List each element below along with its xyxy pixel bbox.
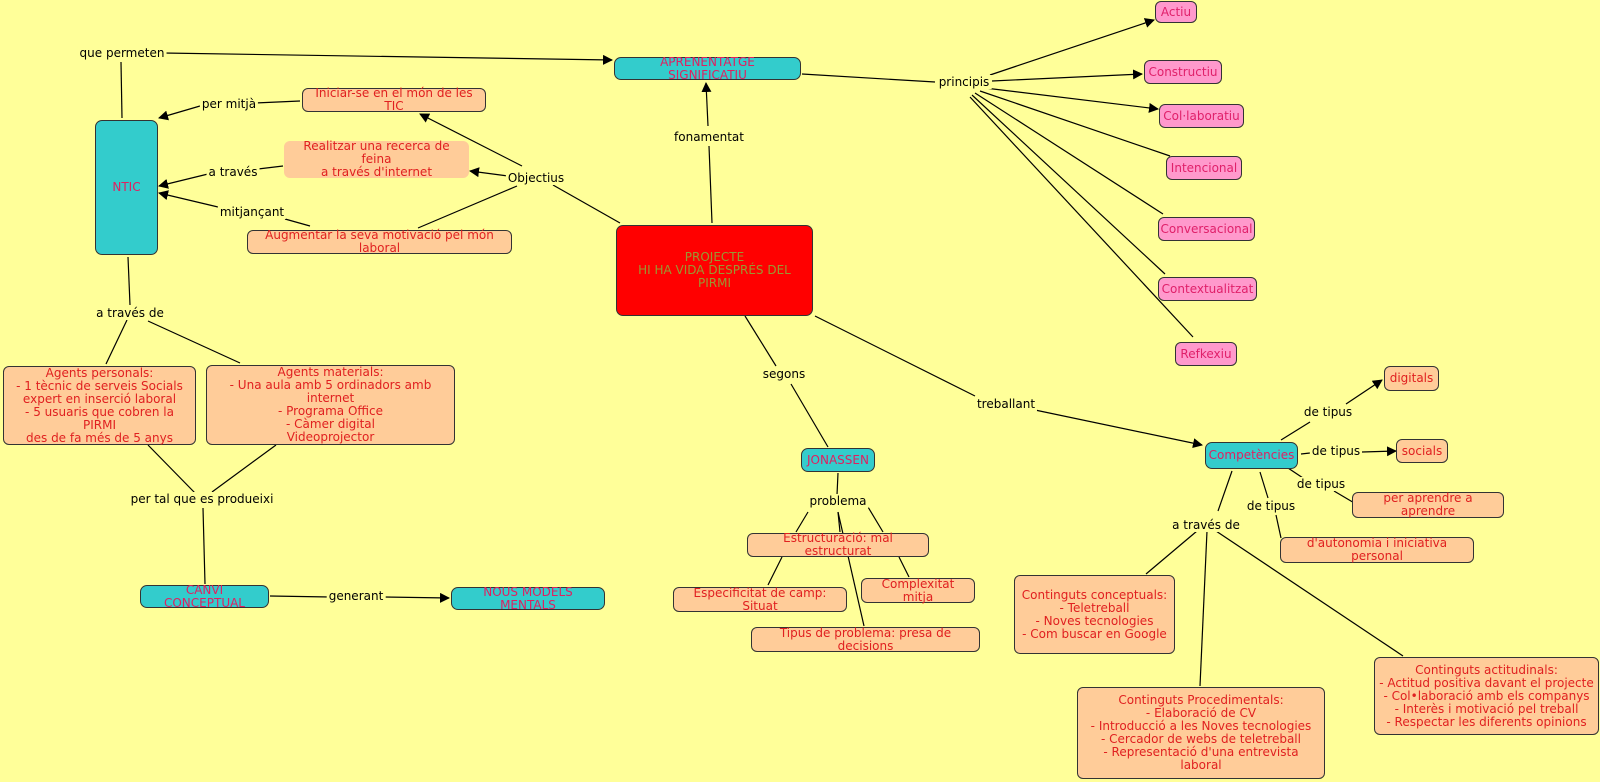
- iniciar-node: Iniciar-se en el món de les TIC: [302, 87, 486, 113]
- motivacio-node: Augmentar la seva motivació pel món labo…: [247, 229, 512, 255]
- actiu-node: Actiu: [1155, 1, 1197, 23]
- link-per-mitja: per mitjà: [199, 97, 259, 111]
- edge-ntic-quepermeten: [120, 61, 123, 119]
- agents-personals-node: Agents personals: - 1 tècnic de serveis …: [3, 366, 196, 445]
- edge-quepermeten-aprenentatge: [162, 52, 613, 65]
- autonomia-node: d'autonomia i iniciativa personal: [1280, 537, 1474, 563]
- main-project-node: PROJECTE HI HA VIDA DESPRÉS DEL PIRMI: [616, 225, 813, 316]
- edge-iniciar-permitja: [254, 100, 301, 104]
- link-treballant: treballant: [974, 397, 1038, 411]
- agents-materials-node: Agents materials: - Una aula amb 5 ordin…: [206, 365, 455, 445]
- link-a-traves-de-right: a través de: [1170, 518, 1242, 532]
- digitals-node: digitals: [1384, 366, 1439, 391]
- intencional-node: Intencional: [1166, 156, 1242, 180]
- ntic-node: NTIC: [95, 120, 158, 255]
- link-de-tipus-socials: de tipus: [1309, 444, 1363, 458]
- continguts-conceptuals-node: Continguts conceptuals: - Teletreball - …: [1014, 575, 1175, 654]
- link-de-tipus-aprendre: de tipus: [1294, 477, 1348, 491]
- continguts-actitudinals-node: Continguts actitudinals: - Actitud posit…: [1374, 657, 1599, 735]
- link-problema: problema: [807, 494, 869, 508]
- jonassen-node: JONASSEN: [801, 448, 875, 472]
- col-laboratiu-node: Col·laboratiu: [1159, 104, 1244, 128]
- link-segons: segons: [760, 367, 808, 381]
- tipus-problema-node: Tipus de problema: presa de decisions: [751, 626, 980, 652]
- recerca-node: Realitzar una recerca de feina a través …: [284, 140, 469, 179]
- canvi-conceptual-node: CANVI CONCEPTUAL: [140, 583, 269, 609]
- refkexiu-node: Refkexiu: [1175, 342, 1237, 366]
- link-a-traves-de-left: a través de: [94, 306, 166, 320]
- complexitat-node: Complexitat mitja: [861, 577, 975, 603]
- link-que-permeten: que permeten: [77, 46, 167, 60]
- link-fonamentat: fonamentat: [672, 130, 746, 144]
- estructuracio-node: Estructuració: mal estructurat: [747, 532, 929, 558]
- competencies-node: Competències: [1205, 442, 1298, 469]
- edge-permitja-ntic: [158, 105, 201, 121]
- link-a-traves: a través: [206, 165, 260, 179]
- link-objectius: Objectius: [505, 171, 567, 185]
- aprendre-node: per aprendre a aprendre: [1352, 492, 1504, 518]
- link-de-tipus-digitals: de tipus: [1301, 405, 1355, 419]
- constructiu-node: Constructiu: [1144, 60, 1222, 84]
- conversacional-node: Conversacional: [1158, 217, 1255, 241]
- link-de-tipus-autonomia: de tipus: [1244, 499, 1298, 513]
- aprenentatge-node: APRENENTATGE SIGNIFICATIU: [614, 55, 801, 81]
- link-mitjancant: mitjançant: [217, 205, 287, 219]
- socials-node: socials: [1396, 439, 1448, 463]
- link-generant: generant: [326, 589, 386, 603]
- especificitat-node: Especificitat de camp: Situat: [673, 586, 847, 612]
- link-per-tal-que: per tal que es produeixi: [128, 492, 276, 506]
- nous-models-node: NOUS MODELS MENTALS: [451, 585, 605, 611]
- contextualitzat-node: Contextualitzat: [1158, 277, 1257, 301]
- continguts-procedimentals-node: Continguts Procedimentals: - Elaboració …: [1077, 687, 1325, 779]
- link-principis: principis: [936, 75, 992, 89]
